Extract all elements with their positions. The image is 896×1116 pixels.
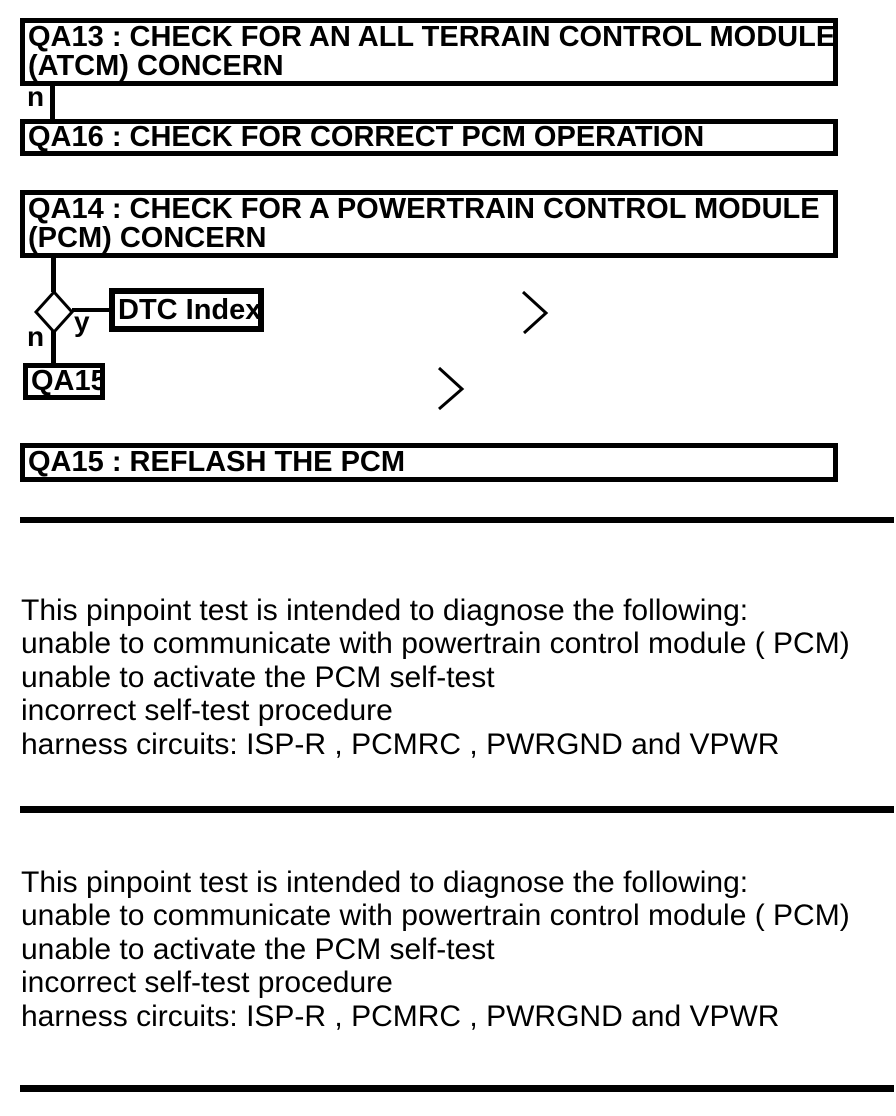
section-divider [20,806,894,813]
chevron-right-icon[interactable] [434,363,466,413]
description-line: harness circuits: ISP-R , PCMRC , PWRGND… [21,999,780,1033]
flow-box-qa14[interactable]: QA14 : CHECK FOR A POWERTRAIN CONTROL MO… [20,190,838,258]
qa15-action-label: QA15 : REFLASH THE PCM [28,446,406,478]
qa15-node-label: QA15 [31,365,105,397]
flow-box-qa15-action[interactable]: QA15 : REFLASH THE PCM [20,443,838,482]
chevron-right-icon[interactable] [519,288,551,338]
description-line: unable to communicate with powertrain co… [21,899,850,933]
dtc-index-label: DTC Index [118,294,262,326]
section-divider [20,1085,894,1092]
description-line: harness circuits: ISP-R , PCMRC , PWRGND… [21,727,780,761]
description-line: unable to activate the PCM self-test [21,660,495,694]
flow-box-qa13[interactable]: QA13 : CHECK FOR AN ALL TERRAIN CONTROL … [20,18,838,86]
flow-box-qa14-line2: (PCM) CONCERN [28,222,267,254]
flow-box-qa13-line1: QA13 : CHECK FOR AN ALL TERRAIN CONTROL … [28,21,836,53]
connector-qa14-diamond [51,258,56,292]
flow-box-qa14-line1: QA14 : CHECK FOR A POWERTRAIN CONTROL MO… [28,193,820,225]
description-block-1: This pinpoint test is intended to diagno… [21,594,850,761]
connector-diamond-dtc [72,308,110,312]
flow-box-qa16[interactable]: QA16 : CHECK FOR CORRECT PCM OPERATION [20,119,838,156]
description-line: unable to communicate with powertrain co… [21,627,850,661]
description-block-2: This pinpoint test is intended to diagno… [21,866,850,1033]
connector-qa13-qa16 [50,86,55,119]
branch-label-no-1: n [27,81,45,112]
connector-diamond-qa15 [51,330,56,363]
flow-box-dtc-index[interactable]: DTC Index [109,288,264,332]
flow-box-qa16-line1: QA16 : CHECK FOR CORRECT PCM OPERATION [28,121,705,153]
description-line: incorrect self-test procedure [21,966,393,1000]
branch-label-yes: y [74,306,90,337]
description-line: unable to activate the PCM self-test [21,932,495,966]
description-line: incorrect self-test procedure [21,694,393,728]
flow-box-qa13-line2: (ATCM) CONCERN [28,50,284,82]
description-line: This pinpoint test is intended to diagno… [21,866,749,899]
flow-box-qa15-node[interactable]: QA15 [23,363,105,400]
description-line: This pinpoint test is intended to diagno… [21,594,749,627]
section-divider [20,517,894,523]
branch-label-no-2: n [27,321,45,352]
